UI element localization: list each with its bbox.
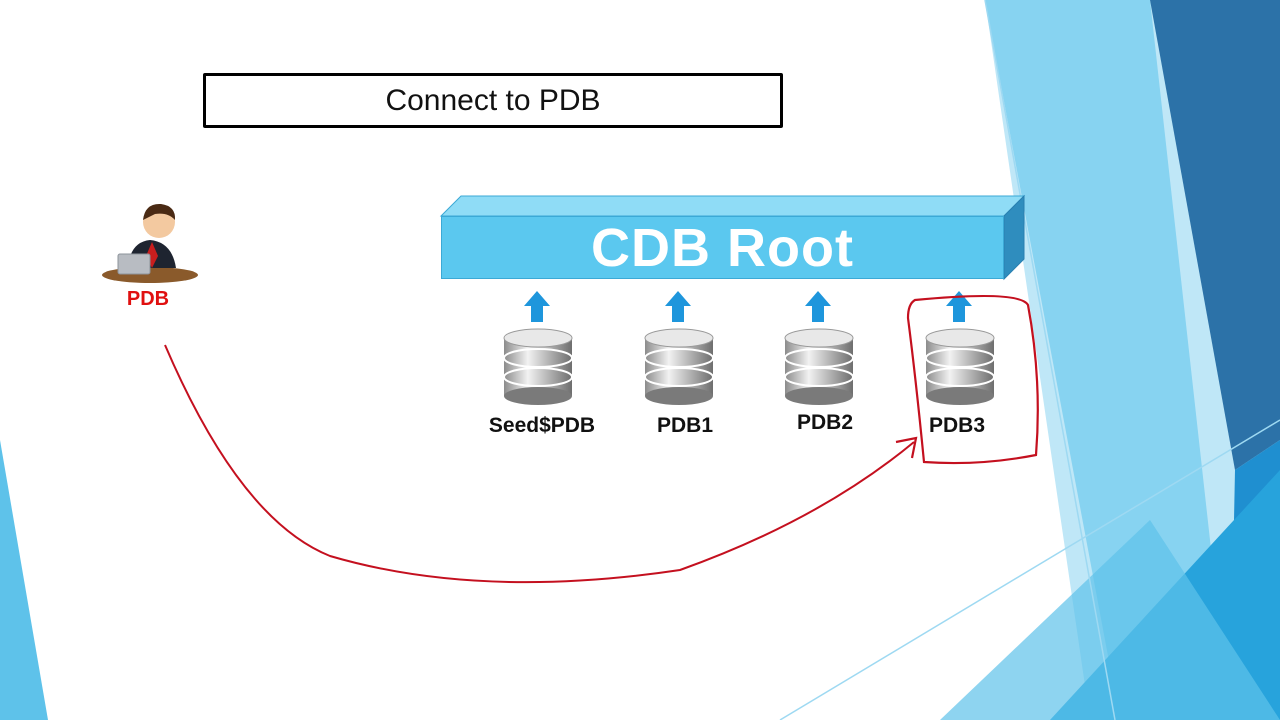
user-label: PDB [126, 288, 170, 310]
db-label-seed: Seed$PDB [488, 414, 596, 437]
db-label-pdb3: PDB3 [928, 414, 986, 437]
arrow-up-icon [946, 291, 972, 322]
bg-shape-dark [1150, 0, 1280, 470]
bg-shape-left [0, 440, 48, 720]
user-hair [143, 203, 176, 220]
bg-shape-mid [985, 0, 1230, 720]
db-label-pdb2: PDB2 [796, 411, 854, 434]
connection-curve [164, 344, 915, 584]
bg-line-1 [984, 0, 1116, 720]
database-icon [644, 328, 714, 405]
database-icon [925, 328, 995, 405]
arrowhead-icon [895, 436, 918, 459]
slide-title: Connect to PDB [203, 73, 783, 128]
bg-line-2 [779, 419, 1280, 720]
cdb-root-side [1003, 194, 1025, 281]
arrow-up-icon [665, 291, 691, 322]
arrow-up-icon [524, 291, 550, 322]
laptop-icon [117, 253, 151, 275]
database-icon [503, 328, 573, 405]
arrow-up-icon [805, 291, 831, 322]
database-icon [784, 328, 854, 405]
cdb-root-box: CDB Root [441, 216, 1004, 279]
bg-shape-bottom2 [940, 520, 1280, 720]
highlight-circle [906, 294, 1039, 465]
db-label-pdb1: PDB1 [656, 414, 714, 437]
